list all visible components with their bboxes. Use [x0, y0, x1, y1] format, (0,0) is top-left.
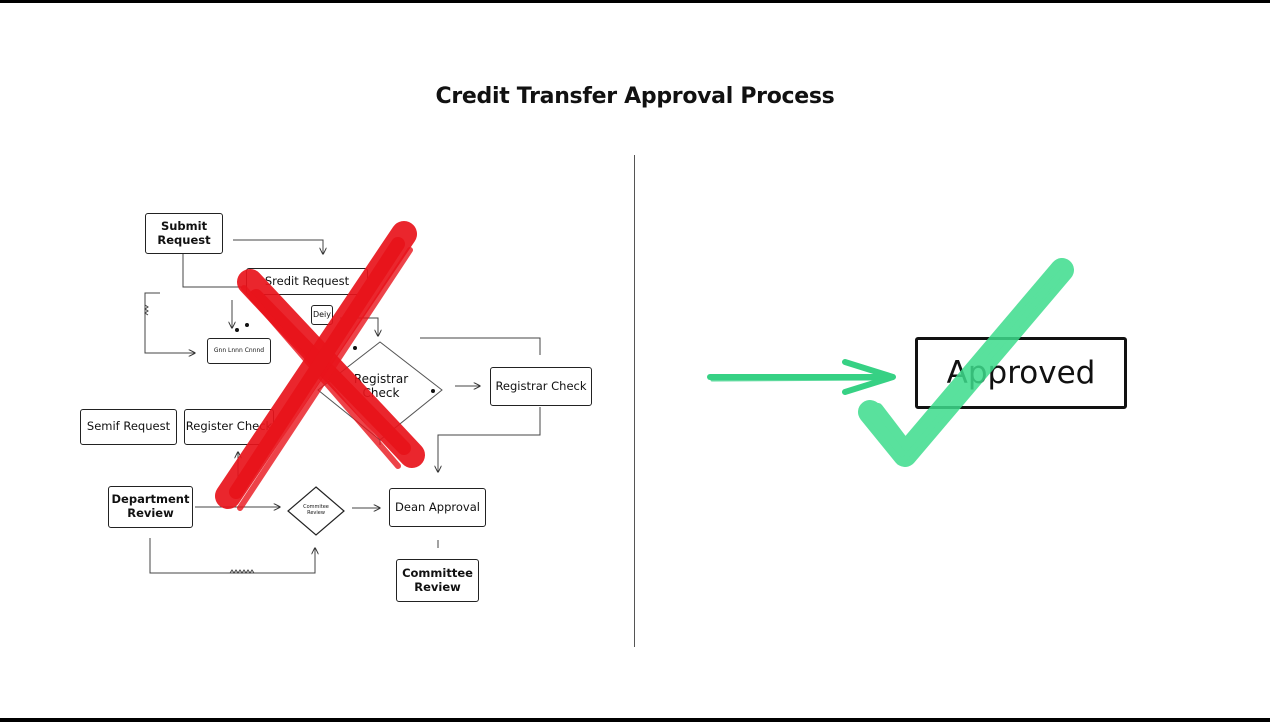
- center-divider: [634, 155, 635, 647]
- node-semif-request: Semif Request: [80, 409, 177, 445]
- node-submit-request: Submit Request: [145, 213, 223, 254]
- connector-to-diamond: [340, 317, 378, 336]
- dot-1: [235, 328, 239, 332]
- node-committee-diamond: Commitee Review: [303, 504, 329, 516]
- frame-top-border: [0, 0, 1270, 3]
- node-dean-approval: Dean Approval: [389, 488, 486, 527]
- approved-box: Approved: [915, 337, 1127, 409]
- node-department-review: Department Review: [108, 486, 193, 528]
- connector-submit-credit: [233, 239, 323, 254]
- dot-4: [431, 389, 435, 393]
- connector-submit-down: [182, 254, 248, 288]
- connector-left-loop: [144, 292, 195, 353]
- node-committee-review: Committee Review: [396, 559, 479, 602]
- connector-bottom-loop: [149, 538, 315, 574]
- connector-squiggle-left: [144, 304, 149, 316]
- connector-registrar-down: [438, 407, 541, 472]
- node-credit-request: Sredit Request: [246, 268, 368, 295]
- node-check-box: Gnn Lnnn Cnnnd: [207, 338, 271, 364]
- page-title: Credit Transfer Approval Process: [435, 84, 835, 109]
- dot-2: [245, 323, 249, 327]
- dot-3: [353, 346, 357, 350]
- connector-squiggle-bottom: [229, 569, 255, 574]
- node-registrar-check: Registrar Check: [490, 367, 592, 406]
- node-registrar-diamond: Registrar Check: [353, 372, 409, 401]
- node-register-check: Register Check: [184, 409, 274, 445]
- frame-bottom-border: [0, 718, 1270, 722]
- connector-top-right: [420, 337, 541, 355]
- node-small-label: Deiy: [311, 305, 333, 325]
